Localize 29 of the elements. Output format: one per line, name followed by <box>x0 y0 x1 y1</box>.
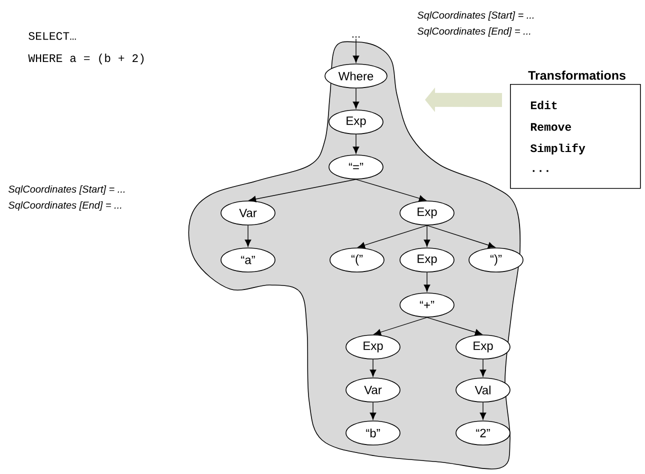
arrow <box>352 38 360 63</box>
arrow <box>370 402 376 420</box>
arrow <box>424 225 430 247</box>
arrow <box>244 225 252 247</box>
transformation-item: Edit <box>530 100 557 110</box>
transformation-item: Simplify <box>530 144 586 154</box>
node-label: Transformations <box>528 70 626 80</box>
ellipsis-text: ... <box>352 36 360 38</box>
arrow <box>480 359 486 377</box>
arrow <box>480 402 486 420</box>
annotation-text: SqlCoordinates [End] = ... <box>8 201 122 211</box>
arrow <box>352 134 360 154</box>
code-line: SELECT… <box>28 32 76 40</box>
arrow <box>356 179 426 202</box>
arrow <box>370 359 376 377</box>
arrow <box>424 272 430 292</box>
arrow <box>374 317 428 336</box>
arrow <box>352 88 360 109</box>
annotation-text: SqlCoordinates [Start] = ... <box>418 11 534 21</box>
transformation-item: Remove <box>530 123 572 131</box>
transformations-box: Transformations Edit Remove Simplify ... <box>510 70 641 189</box>
arrow <box>248 179 356 202</box>
annotation-text: SqlCoordinates [Start] = ... <box>8 185 125 195</box>
annotation-text: SqlCoordinates [End] = ... <box>418 27 530 37</box>
transformation-item: ... <box>532 170 548 172</box>
arrow <box>426 317 482 336</box>
arrow <box>426 225 496 248</box>
code-line: WHERE a = (b + 2) <box>28 54 144 64</box>
arrow <box>358 225 428 248</box>
